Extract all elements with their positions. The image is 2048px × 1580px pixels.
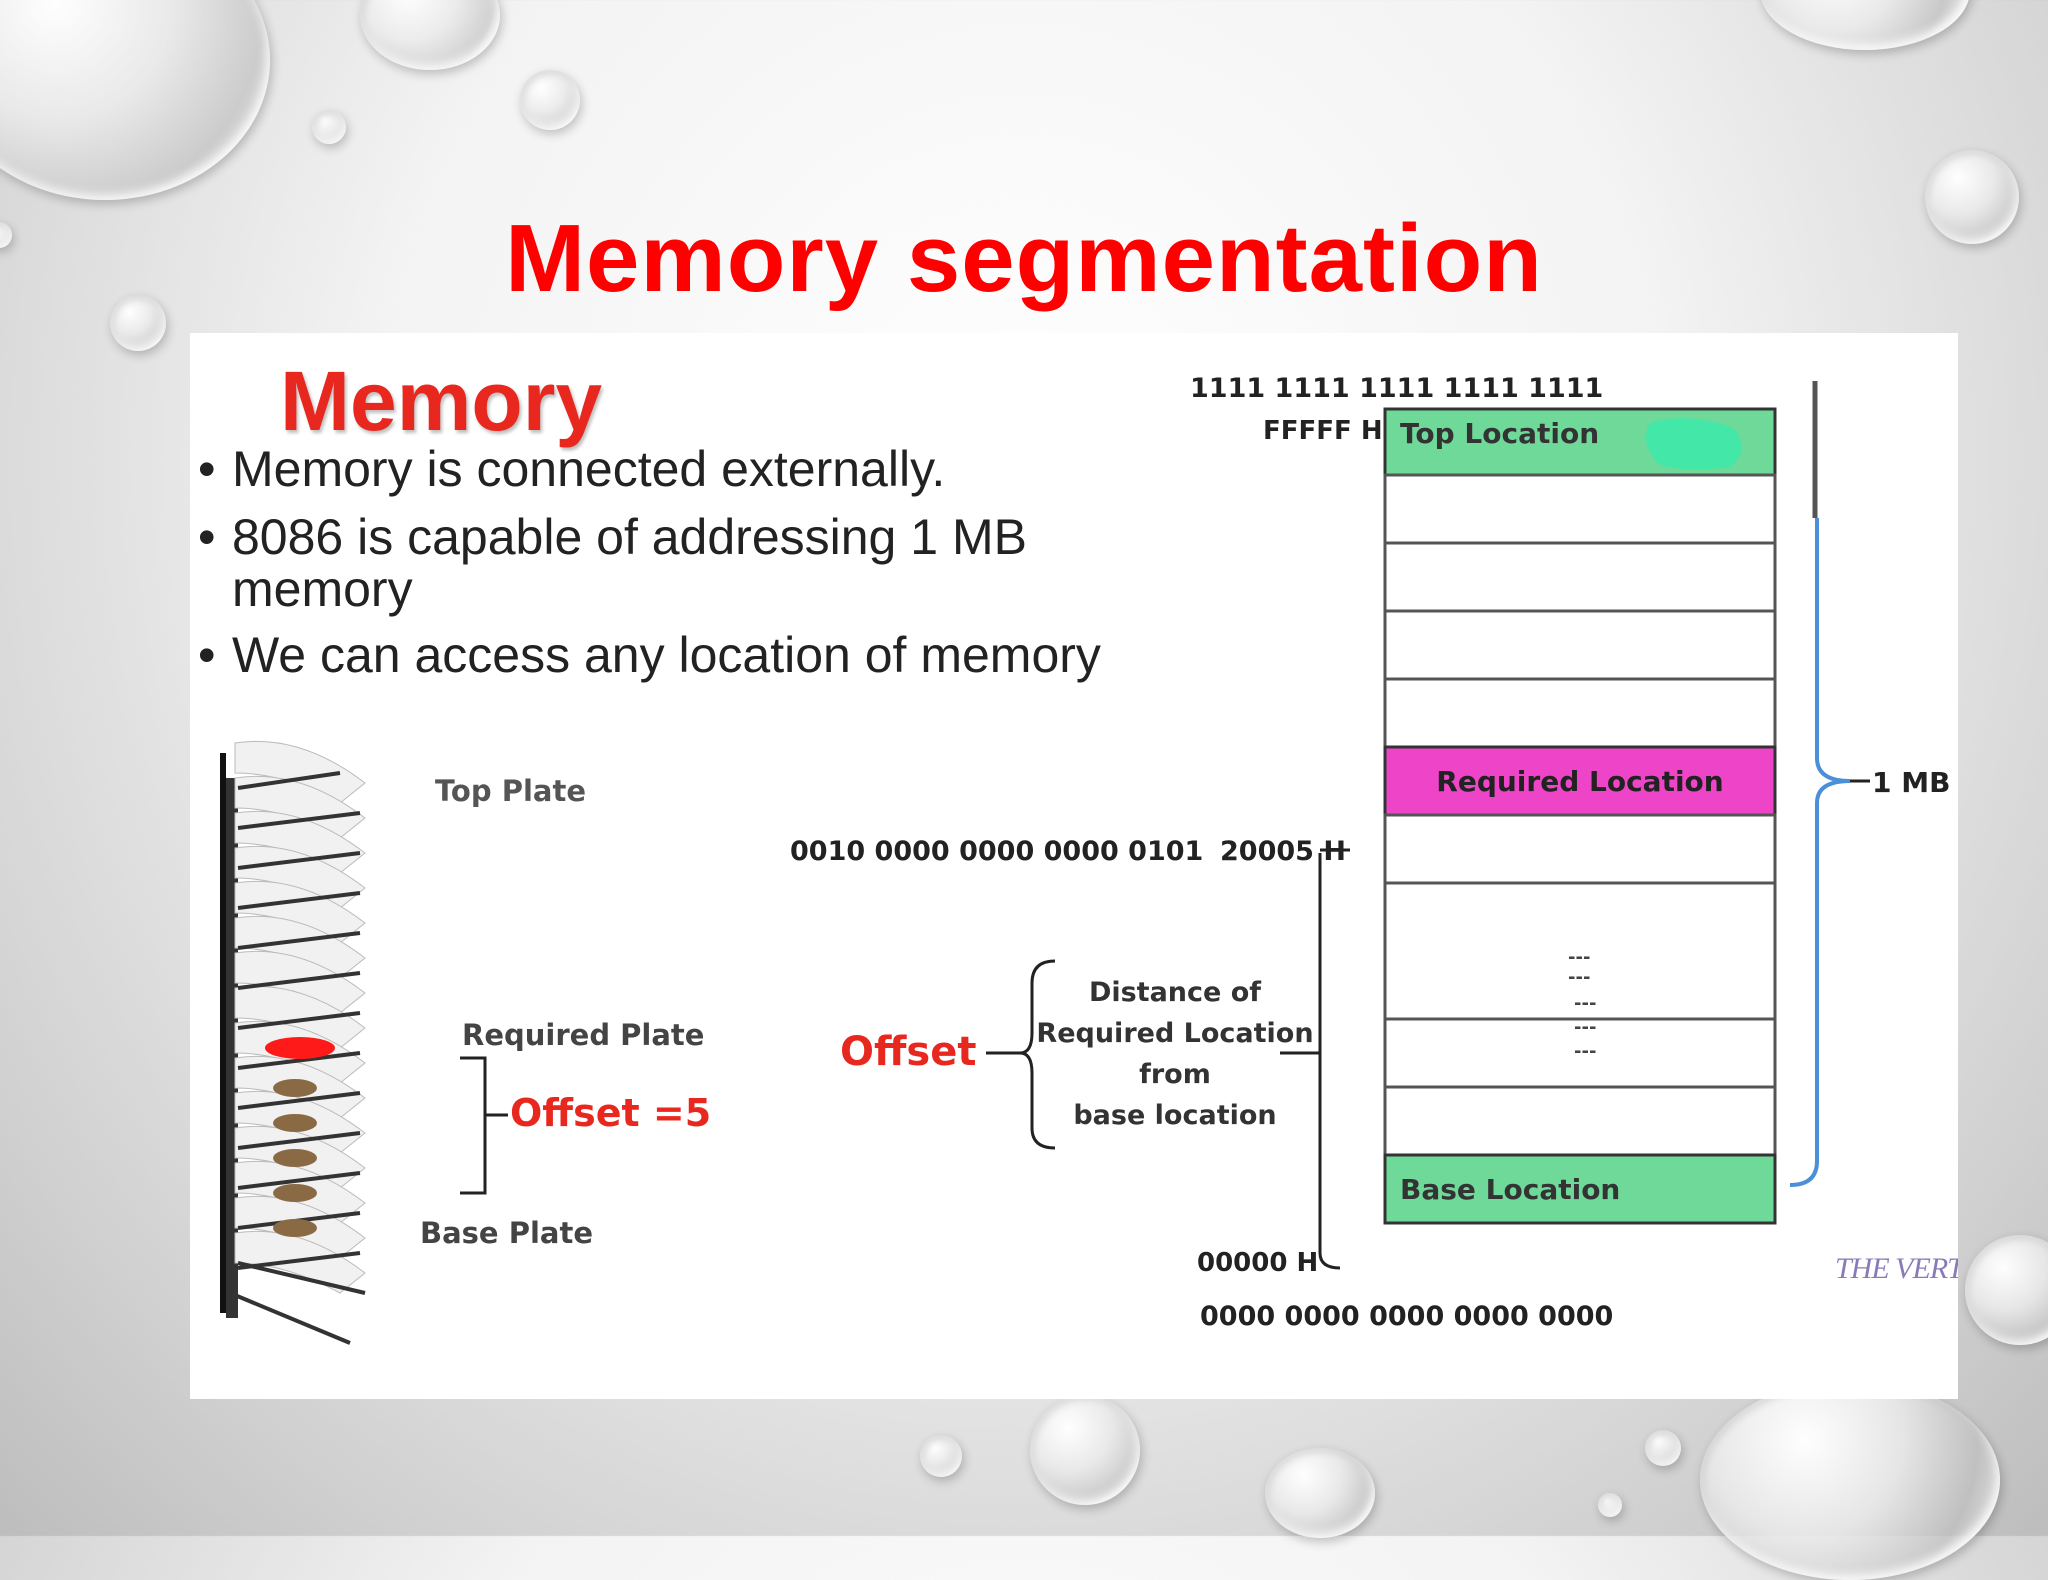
bullet-item: • Memory is connected externally.: [198, 443, 1232, 495]
size-label: 1 MB: [1872, 766, 1950, 799]
offset-curly-bracket: [1019, 959, 1056, 1150]
ellipsis-mark: ---: [1574, 1017, 1596, 1038]
water-drop-decoration: [0, 222, 12, 248]
base-plate-label: Base Plate: [420, 1216, 593, 1250]
water-drop-decoration: [0, 0, 270, 200]
bullet-text: We can access any location of memory: [232, 627, 1101, 683]
bullet-text: Memory is connected externally.: [232, 441, 946, 497]
water-drop-decoration: [110, 295, 166, 351]
content-panel: Memory • Memory is connected externally.…: [190, 333, 1958, 1399]
base-address-binary: 0000 0000 0000 0000 0000: [1200, 1301, 1613, 1332]
water-drop-decoration: [1760, 0, 1970, 50]
plate-rack-illustration: [220, 740, 366, 1345]
ellipsis-mark: ---: [1574, 1041, 1596, 1062]
water-drop-decoration: [360, 0, 500, 70]
offset-range-bracket: [1318, 853, 1341, 1270]
rack-arms: [229, 771, 366, 1345]
top-location-label: Top Location: [1400, 417, 1599, 450]
offset-desc-line: from: [1139, 1059, 1211, 1090]
offset-desc-line: Required Location: [1036, 1018, 1313, 1049]
water-drop-decoration: [1700, 1380, 2000, 1580]
required-address-binary: 0010 0000 0000 0000 0101: [790, 836, 1203, 867]
memory-cell: [1383, 473, 1777, 545]
water-drop-decoration: [312, 110, 346, 144]
top-location-highlight: [1645, 418, 1742, 470]
water-drop-decoration: [1030, 1395, 1140, 1505]
top-address-hex: FFFFF H: [1263, 416, 1383, 446]
bullet-item: • 8086 is capable of addressing 1 MB mem…: [198, 511, 1112, 615]
base-address-hex: 00000 H: [1197, 1248, 1318, 1278]
required-plate-label: Required Plate: [462, 1018, 704, 1052]
base-location-cell: [1383, 1153, 1777, 1225]
bullet-dot: •: [198, 441, 216, 497]
ellipsis-mark: ---: [1568, 967, 1590, 988]
bullet-text: 8086 is capable of addressing 1 MB memor…: [232, 509, 1027, 617]
offset-desc-line: base location: [1073, 1100, 1276, 1131]
bullet-dot: •: [198, 627, 216, 683]
rack-pole: [220, 753, 226, 1313]
offset-label: Offset: [840, 1029, 976, 1075]
memory-cell: [1383, 677, 1777, 749]
memory-table: [1383, 407, 1777, 1225]
ellipsis-mark: ---: [1574, 993, 1596, 1014]
memory-cell: [1383, 541, 1777, 613]
memory-cell: [1383, 1085, 1777, 1157]
memory-heading: Memory: [280, 354, 603, 448]
memory-cell: [1383, 881, 1777, 1021]
water-drop-decoration: [1965, 1235, 2048, 1345]
base-location-label: Base Location: [1400, 1173, 1620, 1206]
bullet-dot: •: [198, 509, 216, 565]
memory-cell: [1383, 609, 1777, 681]
water-drop-decoration: [1265, 1448, 1375, 1538]
required-location-label: Required Location: [1436, 765, 1723, 798]
slide-title: Memory segmentation: [505, 205, 1543, 313]
memory-cell: [1383, 1017, 1777, 1089]
offset-desc-line: Distance of: [1089, 977, 1261, 1008]
watermark-logo: THE VERTEX: [1835, 1252, 1958, 1285]
required-plate-marker: [265, 1037, 335, 1059]
water-drop-decoration: [1925, 150, 2019, 244]
ellipsis-mark: ---: [1568, 947, 1590, 968]
memory-cell: [1383, 813, 1777, 885]
water-drop-decoration: [920, 1435, 962, 1477]
plate-offset-bracket: [460, 1056, 487, 1195]
bullet-item: • We can access any location of memory: [198, 629, 1232, 681]
required-location-cell: [1383, 745, 1777, 817]
water-drop-decoration: [520, 70, 580, 130]
top-address-binary: 1111 1111 1111 1111 1111: [1190, 373, 1603, 404]
plate-offset-label: Offset =5: [510, 1091, 711, 1135]
water-drop-decoration: [1645, 1430, 1681, 1466]
water-drop-decoration: [1598, 1493, 1622, 1517]
size-bracket: [1789, 518, 1851, 1187]
diagram-canvas: Top Plate Required Plate Base Plate Offs…: [220, 373, 1958, 1345]
top-plate-label: Top Plate: [435, 774, 586, 808]
plate-stack-items: [273, 1079, 317, 1237]
ellipsis-marks: --- --- --- --- ---: [1568, 947, 1596, 1062]
